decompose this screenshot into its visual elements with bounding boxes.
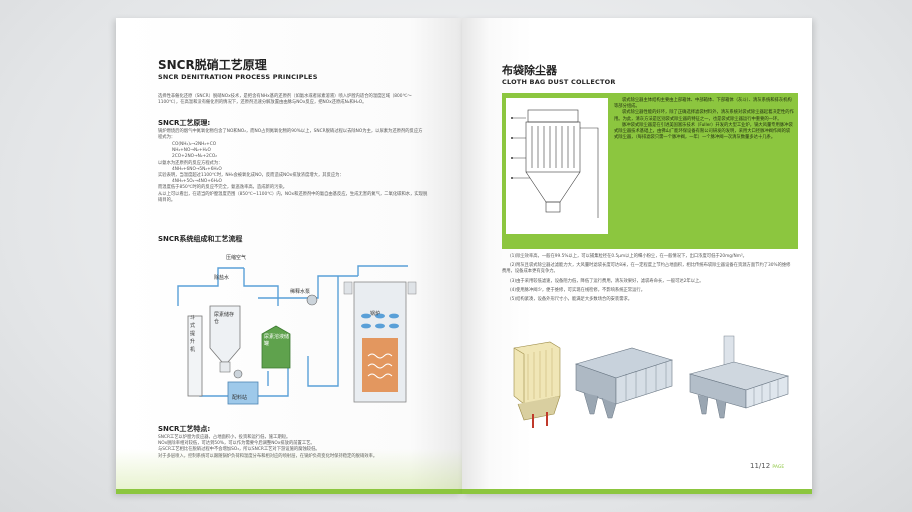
urea-solution-tank <box>261 325 291 369</box>
label-urea-tank: 尿素溶液储罐 <box>264 334 290 347</box>
label-desalted-water: 除盐水 <box>214 275 230 281</box>
footer-bar <box>462 489 812 494</box>
boiler-flame <box>362 338 398 392</box>
label-boiler: 锅炉 <box>370 311 381 317</box>
equation-list: CO(NH₂)₂→2NH₂+CO NH₂+NO→N₂+H₂O 2CO+2NO→N… <box>158 142 428 204</box>
equation: 4NH₃+6NO→5N₂+6H₂O <box>172 166 222 172</box>
equation-note: 从以上可以看出，在适当的炉膛温度范围（850℃~1100℃）内，NOx和还原剂中… <box>158 191 428 203</box>
equation-note: 以氨水为还原剂的反应方程式为： <box>158 160 223 166</box>
collector-render <box>513 341 561 428</box>
collector-render <box>575 347 674 419</box>
principle-text: 锅炉燃烧后的烟气中氮氧化物包含了NO和NO₂，而NO占到氮氧化物的90%以上，S… <box>158 129 423 141</box>
page-subtitle: SNCR DENITRATION PROCESS PRINCIPLES <box>158 73 318 81</box>
label-bucket-elevator: 斗式提升机 <box>190 315 196 353</box>
page-title: 布袋除尘器 <box>502 64 557 77</box>
equation: 4NH₃+5O₂→4NO+6H₂O <box>172 179 222 185</box>
label-urea-silo: 尿素储存仓 <box>214 312 235 325</box>
page-number-value: 11/12 <box>750 462 771 470</box>
numbered-item: (4)使用脉冲阀少，便于维修，可实现在线检修，不影响系统正常运行。 <box>510 287 645 293</box>
numbered-item: (2)附灰且袋式除尘器过滤能力大，大风量时滤袋长度可达8米，在一定程度上节约占地… <box>502 263 791 275</box>
feature-item: 与SCR工艺相比在脱硝过程中不会增加SO₃，所以SNCR工艺对下游设施的腐蚀较低… <box>158 447 434 453</box>
description-paragraph: 袋式除尘器性能的好坏，除了正确选择滤袋材料外，清灰系统对袋式除尘器起着决定性的作… <box>614 110 794 122</box>
dust-collector-drawing <box>506 98 608 234</box>
page-subtitle: CLOTH BAG DUST COLLECTOR <box>502 78 616 86</box>
right-page: 布袋除尘器 CLOTH BAG DUST COLLECTOR 袋式除尘器主体结构… <box>462 18 812 494</box>
features-heading: SNCR工艺特点: <box>158 425 211 433</box>
page-label: PAGE <box>772 465 785 470</box>
description-block: 袋式除尘器主体结构主要由上部箱体、中部箱体、下部箱体（灰斗）、清灰系统和排灰机构… <box>614 98 794 141</box>
bucket-elevator <box>187 315 203 397</box>
feature-item: SNCR工艺以炉膛为反应器，占地面积小，投资和运行低，施工期短。 <box>158 435 291 440</box>
equation: CO(NH₂)₂→2NH₂+CO <box>172 142 217 147</box>
page-title: SNCR脱硝工艺原理 <box>158 58 267 72</box>
numbered-item: (5)结构紧凑，设备外形尺寸小，能满足大多数场合的安装需求。 <box>510 297 633 303</box>
label-dilution-pump: 稀释水泵 <box>290 289 311 295</box>
diagram-heading: SNCR系统组成和工艺流程 <box>158 235 243 243</box>
equation: NH₂+NO→N₂+H₂O <box>172 148 211 154</box>
left-page: SNCR脱硝工艺原理 SNCR DENITRATION PROCESS PRIN… <box>116 18 462 494</box>
numbered-item: (1)除尘效率高，一般在99.5%以上，可以捕集粒径在0.5μm以上的细小粉尘，… <box>510 254 747 259</box>
numbered-item: (3)由于采用较低滤速，设备阻力低，降低了运行费用，清灰效果好，滤袋寿命长，一般… <box>510 278 704 284</box>
open-brochure: SNCR脱硝工艺原理 SNCR DENITRATION PROCESS PRIN… <box>116 18 812 494</box>
collector-render <box>688 335 790 419</box>
equation-note: 实验表明，当温度超过1100℃时，NH₃会被氧化成NO，反而造成NOx排放浓度增… <box>158 173 344 179</box>
intro-text: 选择性非催化还原（SNCR）脱硝NOx技术，是把含有NHx基的还原剂（如氨水或者… <box>158 94 412 106</box>
description-paragraph: 袋式除尘器主体结构主要由上部箱体、中部箱体、下部箱体（灰斗）、清灰系统和排灰机构… <box>614 98 792 110</box>
feature-list: SNCR工艺以炉膛为反应器，占地面积小，投资和运行低，施工期短。 NOx脱除率相… <box>158 435 434 460</box>
feature-item: NOx脱除率相对较低，可达到50%，可以作为需要今后调整NOx排放的前置工艺。 <box>158 441 315 447</box>
label-compressed-air: 压缩空气 <box>226 255 247 261</box>
mixing-station <box>227 381 259 405</box>
feature-item: 对于多层喷入，控制系统可以跟随锅炉负荷和温度分布和相对应的喷射层，在锅炉负荷变化… <box>158 454 434 460</box>
numbered-list: (1)除尘效率高，一般在99.5%以上，可以捕集粒径在0.5μm以上的细小粉尘，… <box>502 254 792 306</box>
decorative-gradient <box>116 449 462 489</box>
equipment-renders <box>513 335 790 428</box>
description-paragraph: 脉冲袋式除尘器是在引进美国富乐技术（Fuller）开发的大型工业炉，锅大风量专用… <box>614 122 793 141</box>
page-number: 11/12 PAGE <box>750 462 784 470</box>
sncr-process-diagram <box>177 265 417 405</box>
principle-heading: SNCR工艺原理: <box>158 119 211 127</box>
pump-icon <box>306 294 318 306</box>
equation-note: 而温度低于850℃时的的反应不完全，氨逃逸率高，造成新的污染。 <box>158 185 288 191</box>
motor-icon <box>233 369 243 379</box>
footer-bar <box>116 489 462 494</box>
label-mixing-station: 配料站 <box>232 395 248 401</box>
equation: 2CO+2NO→N₂+2CO₂ <box>172 154 218 160</box>
